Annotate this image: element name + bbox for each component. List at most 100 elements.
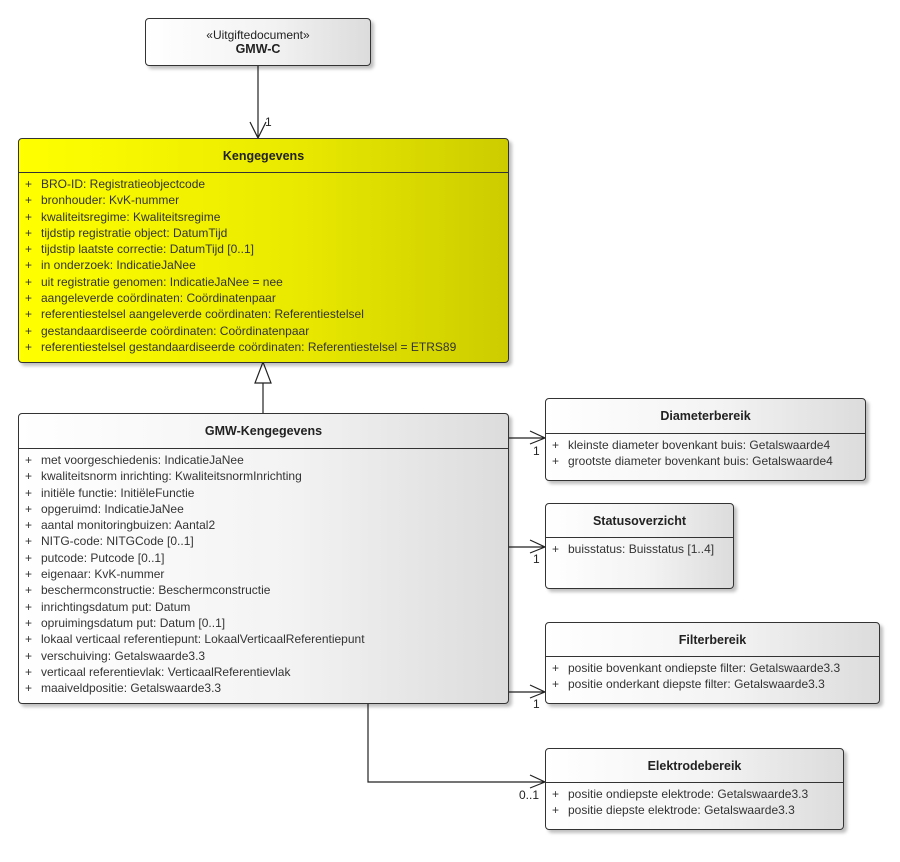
attribute-row: +in onderzoek: IndicatieJaNee bbox=[19, 258, 508, 274]
multiplicity-label: 0..1 bbox=[519, 788, 540, 802]
visibility-public: + bbox=[25, 599, 33, 614]
visibility-public: + bbox=[25, 681, 33, 696]
attribute-row: + met voorgeschiedenis: IndicatieJaNee bbox=[19, 453, 508, 469]
visibility-public: + bbox=[552, 661, 560, 675]
visibility-public: + bbox=[25, 615, 33, 630]
class-header: Elektrodebereik bbox=[546, 749, 843, 783]
class-diameterbereik[interactable]: Diameterbereik +kleinste diameter bovenk… bbox=[545, 398, 866, 481]
multiplicity-label: 1 bbox=[265, 115, 272, 129]
class-name: Filterbereik bbox=[678, 632, 747, 647]
visibility-public: + bbox=[25, 258, 33, 273]
class-statusoverzicht[interactable]: Statusoverzicht +buisstatus: Buisstatus … bbox=[545, 503, 734, 589]
class-header: Filterbereik bbox=[546, 623, 879, 657]
attribute-text: positie bovenkant ondiepste filter: Geta… bbox=[568, 661, 841, 675]
class-gmw-c[interactable]: «Uitgiftedocument» GMW-C bbox=[145, 18, 371, 66]
attribute-row: +verschuiving: Getalswaarde3.3 bbox=[19, 649, 508, 665]
attribute-text: opgeruimd: IndicatieJaNee bbox=[41, 501, 184, 516]
attribute-row: +aangeleverde coördinaten: Coördinatenpa… bbox=[19, 291, 508, 307]
attribute-row: +maaiveldpositie: Getalswaarde3.3 bbox=[19, 681, 508, 697]
attribute-row: + putcode: Putcode [0..1] bbox=[19, 551, 508, 567]
attribute-text: eigenaar: KvK-nummer bbox=[41, 567, 165, 582]
attribute-text: tijdstip registratie object: DatumTijd bbox=[41, 225, 228, 240]
attribute-text: beschermconstructie: Beschermconstructie bbox=[41, 583, 271, 598]
visibility-public: + bbox=[25, 550, 33, 565]
attribute-list: + positie ondiepste elektrode: Getalswaar… bbox=[546, 783, 843, 819]
attribute-row: + positie bovenkant ondiepste filter: Get… bbox=[546, 661, 879, 677]
stereotype: «Uitgiftedocument» bbox=[206, 27, 310, 42]
attribute-row: + opgeruimd: IndicatieJaNee bbox=[19, 502, 508, 518]
visibility-public: + bbox=[25, 291, 33, 306]
visibility-public: + bbox=[25, 193, 33, 208]
attribute-text: buisstatus: Buisstatus [1..4] bbox=[568, 542, 715, 556]
attribute-row: + NITG-code: NITGCode [0..1] bbox=[19, 534, 508, 550]
class-header: Diameterbereik bbox=[546, 399, 865, 434]
class-name: GMW-Kengegevens bbox=[204, 424, 323, 438]
attribute-text: referentiestelsel aangeleverde coördinat… bbox=[41, 307, 364, 322]
visibility-public: + bbox=[25, 632, 33, 647]
attribute-text: inrichtingsdatum put: Datum bbox=[41, 599, 191, 614]
attribute-list: +buisstatus: Buisstatus [1..4] bbox=[546, 538, 733, 558]
class-name: Elektrodebereik bbox=[647, 758, 742, 773]
attribute-row: +positie onderkant diepste filter: Getal… bbox=[546, 677, 879, 693]
class-header: GMW-Kengegevens bbox=[19, 414, 508, 449]
visibility-public: + bbox=[25, 534, 33, 549]
class-name: GMW-C bbox=[235, 41, 281, 56]
multiplicity-label: 1 bbox=[533, 552, 540, 566]
attribute-list: + positie bovenkant ondiepste filter: Get… bbox=[546, 657, 879, 693]
attribute-row: + inrichtingsdatum put: Datum bbox=[19, 600, 508, 616]
visibility-public: + bbox=[552, 454, 560, 468]
attribute-list: +kleinste diameter bovenkant buis: Getal… bbox=[546, 434, 865, 470]
class-elektrodebereik[interactable]: Elektrodebereik + positie ondiepste elekt… bbox=[545, 748, 844, 830]
class-name: Statusoverzicht bbox=[592, 513, 687, 528]
attribute-row: +buisstatus: Buisstatus [1..4] bbox=[546, 542, 733, 558]
class-gmw-kengegevens[interactable]: GMW-Kengegevens + met voorgeschiedenis: I… bbox=[18, 413, 509, 704]
visibility-public: + bbox=[25, 453, 33, 467]
attribute-text: positie onderkant diepste filter: Getals… bbox=[568, 677, 825, 691]
association-elektrodebereik bbox=[367, 703, 547, 789]
attribute-row: +grootste diameter bovenkant buis: Getal… bbox=[546, 454, 865, 470]
attribute-text: initiële functie: InitiëleFunctie bbox=[41, 485, 195, 500]
class-kengegevens[interactable]: Kengegevens +BRO-ID: Registratieobjectco… bbox=[18, 138, 509, 363]
attribute-row: + kwaliteitsnorm inrichting: Kwaliteitsno… bbox=[19, 469, 508, 485]
attribute-text: verschuiving: Getalswaarde3.3 bbox=[41, 648, 206, 663]
visibility-public: + bbox=[25, 274, 33, 289]
visibility-public: + bbox=[25, 485, 33, 500]
visibility-public: + bbox=[25, 323, 33, 338]
attribute-text: kwaliteitsnorm inrichting: Kwaliteitsnor… bbox=[41, 469, 302, 484]
visibility-public: + bbox=[25, 501, 33, 516]
class-header: Statusoverzicht bbox=[546, 504, 733, 538]
attribute-row: + BRO-ID: Registratieobjectcode bbox=[19, 177, 508, 193]
attribute-row: + eigenaar: KvK-nummer bbox=[19, 567, 508, 583]
attribute-text: uit registratie genomen: IndicatieJaNee … bbox=[41, 274, 283, 289]
attribute-row: + uit registratie genomen: IndicatieJaNee… bbox=[19, 275, 508, 291]
attribute-text: NITG-code: NITGCode [0..1] bbox=[41, 534, 194, 549]
class-filterbereik[interactable]: Filterbereik + positie bovenkant ondiepst… bbox=[545, 622, 880, 704]
attribute-text: putcode: Putcode [0..1] bbox=[41, 550, 165, 565]
attribute-list: + BRO-ID: Registratieobjectcode + bronhoude… bbox=[19, 173, 508, 356]
attribute-row: +referentiestelsel aangeleverde coördina… bbox=[19, 307, 508, 323]
class-header: «Uitgiftedocument» GMW-C bbox=[146, 19, 370, 64]
attribute-row: +verticaal referentievlak: VerticaalRefe… bbox=[19, 665, 508, 681]
visibility-public: + bbox=[25, 469, 33, 484]
attribute-text: bronhouder: KvK-nummer bbox=[41, 193, 180, 208]
visibility-public: + bbox=[25, 242, 33, 257]
visibility-public: + bbox=[25, 177, 33, 191]
visibility-public: + bbox=[25, 583, 33, 598]
visibility-public: + bbox=[25, 567, 33, 582]
attribute-text: met voorgeschiedenis: IndicatieJaNee bbox=[41, 453, 244, 467]
attribute-row: +tijdstip registratie object: DatumTijd bbox=[19, 226, 508, 242]
association-diameterbereik bbox=[508, 430, 547, 445]
attribute-text: BRO-ID: Registratieobjectcode bbox=[41, 177, 206, 191]
attribute-row: +lokaal verticaal referentiepunt: Lokaal… bbox=[19, 632, 508, 648]
attribute-text: positie ondiepste elektrode: Getalswaard… bbox=[568, 787, 809, 801]
attribute-row: + bronhouder: KvK-nummer bbox=[19, 193, 508, 209]
visibility-public: + bbox=[552, 787, 560, 801]
attribute-row: + positie ondiepste elektrode: Getalswaar… bbox=[546, 787, 843, 803]
attribute-list: + met voorgeschiedenis: IndicatieJaNee + kw… bbox=[19, 449, 508, 697]
attribute-text: opruimingsdatum put: Datum [0..1] bbox=[41, 615, 226, 630]
attribute-row: + beschermconstructie: Beschermconstructi… bbox=[19, 583, 508, 599]
visibility-public: + bbox=[25, 518, 33, 533]
association-gmwc-kengegevens bbox=[249, 65, 267, 140]
attribute-row: + initiële functie: InitiëleFunctie bbox=[19, 486, 508, 502]
attribute-row: +positie diepste elektrode: Getalswaarde… bbox=[546, 803, 843, 819]
